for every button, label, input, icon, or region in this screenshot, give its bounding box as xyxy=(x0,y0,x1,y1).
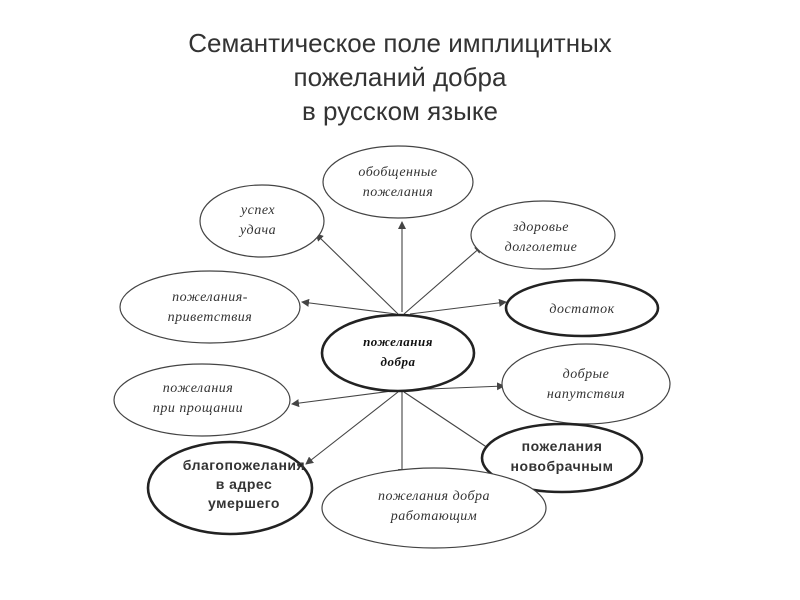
node-success-line-1: успех xyxy=(239,203,275,218)
node-prosperity: достаток xyxy=(504,278,660,338)
node-generalized-line-2: пожелания xyxy=(363,185,434,200)
arrows xyxy=(291,221,507,477)
node-health: здоровье долголетие xyxy=(470,200,616,270)
node-parting-line-2: напутствия xyxy=(547,387,625,402)
node-health-line-2: долголетие xyxy=(505,240,578,255)
title-line-3: в русском языке xyxy=(302,96,498,126)
node-workers: пожелания добра работающим xyxy=(321,467,547,549)
node-parting-line-1: добрые xyxy=(563,367,610,382)
node-greetings-line-1: пожелания- xyxy=(172,290,248,305)
node-prosperity-line-1: достаток xyxy=(549,302,614,317)
arrow-to-success xyxy=(315,233,399,315)
node-deceased-line-1: благопожелания xyxy=(183,457,305,473)
title-line-1: Семантическое поле имплицитных xyxy=(188,28,612,58)
arrow-to-greetings xyxy=(301,298,397,315)
arrow-to-newlyweds xyxy=(403,391,495,453)
node-greetings: пожелания- приветствия xyxy=(119,270,301,344)
center-line-1: пожелания xyxy=(363,334,433,349)
node-workers-line-2: работающим xyxy=(390,509,478,524)
node-farewell: пожелания при прощании xyxy=(113,363,291,437)
arrow-to-farewell xyxy=(291,389,401,408)
node-farewell-line-2: при прощании xyxy=(153,401,243,416)
node-newlyweds-line-1: пожелания xyxy=(522,438,603,454)
node-newlyweds: пожелания новобрачным xyxy=(480,422,644,494)
node-generalized: обобщенные пожелания xyxy=(322,145,474,219)
node-deceased-line-3: умершего xyxy=(208,495,280,511)
node-greetings-line-2: приветствия xyxy=(168,310,253,325)
node-health-line-1: здоровье xyxy=(512,220,569,235)
node-deceased-line-2: в адрес xyxy=(216,476,273,492)
node-success: успех удача xyxy=(199,184,325,258)
node-workers-line-1: пожелания добра xyxy=(378,489,490,504)
title-line-2: пожеланий добра xyxy=(293,62,507,92)
page-title: Семантическое поле имплицитных пожеланий… xyxy=(0,26,800,128)
node-center: пожелания добра xyxy=(320,313,476,393)
node-farewell-line-1: пожелания xyxy=(163,381,234,396)
center-line-2: добра xyxy=(381,354,416,369)
arrow-to-deceased xyxy=(305,391,399,465)
node-parting: добрые напутствия xyxy=(501,343,671,425)
node-deceased: благопожелания в адрес умершего xyxy=(146,440,314,536)
node-newlyweds-line-2: новобрачным xyxy=(510,458,613,474)
node-generalized-line-1: обобщенные xyxy=(358,165,437,180)
arrow-to-health xyxy=(403,245,483,315)
node-success-line-2: удача xyxy=(238,223,276,238)
arrow-to-prosperity xyxy=(409,298,507,315)
